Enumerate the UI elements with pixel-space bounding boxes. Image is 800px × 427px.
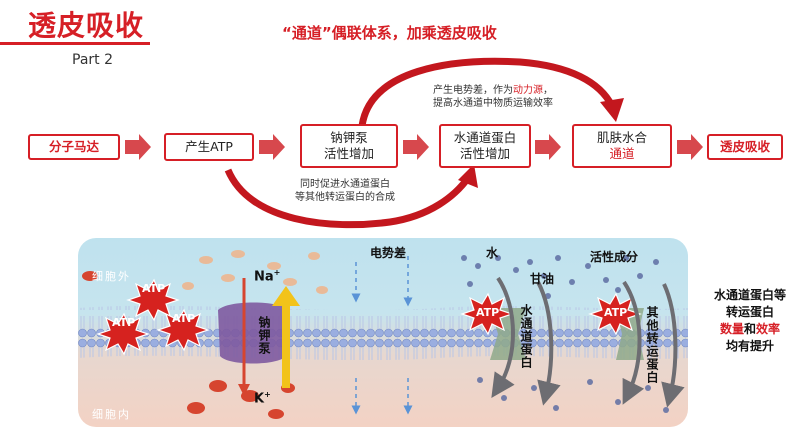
headline: “通道”偶联体系，加乘透皮吸收 [282, 24, 497, 42]
atp-label-2: ATP [172, 312, 196, 325]
sodium-potassium-pump [218, 302, 290, 364]
label-inside: 细胞内 [92, 408, 131, 421]
atp-label-1: ATP [142, 282, 166, 295]
box-transdermal: 透皮吸收 [707, 134, 783, 160]
box-skin-hydration: 肌肤水合通道 [572, 124, 672, 168]
note-bottom: 同时促进水通道蛋白 等其他转运蛋白的合成 [295, 179, 395, 203]
atp-label-4: ATP [476, 306, 500, 319]
atp-label-5: ATP [604, 306, 628, 319]
bottom-arc-arrow [224, 168, 471, 229]
box-molecular-motor: 分子马达 [28, 134, 120, 160]
box-sodium-pump: 钠钾泵活性增加 [300, 124, 398, 168]
top-arc-arrow [358, 57, 616, 127]
sodium-up-arrow [272, 286, 300, 388]
step-arrow-4 [535, 134, 561, 160]
page-subtitle: Part 2 [72, 52, 113, 68]
page-title: 透皮吸收 [28, 9, 145, 42]
label-outside: 细胞外 [92, 270, 131, 283]
sodium-label: Na+ [254, 268, 281, 285]
step-arrow-5 [677, 134, 703, 160]
flow-step-arrows [125, 134, 703, 160]
side-summary: 水通道蛋白等 转运蛋白 数量和效率 均有提升 [713, 288, 786, 353]
other-transporter-label: 其他转运蛋白 [645, 306, 659, 384]
atp-star-2 [156, 308, 210, 352]
atp-starbursts [96, 278, 642, 356]
flow-arrows [125, 57, 703, 229]
active-ingredient-label: 活性成分 [590, 250, 639, 264]
transport-curved-arrows [491, 276, 685, 408]
atp-star-4 [460, 292, 514, 336]
molecules [461, 255, 669, 413]
atp-star-5 [588, 292, 642, 336]
atp-label-3: ATP [112, 316, 136, 329]
aquaporin-label: 水通道蛋白 [519, 304, 533, 369]
step-arrow-3 [403, 134, 429, 160]
step-arrow-1 [125, 134, 151, 160]
atp-star-1 [126, 278, 180, 322]
title-underline [0, 42, 150, 45]
glycerol-label: 甘油 [530, 272, 555, 286]
water-label: 水 [486, 246, 499, 260]
atp-star-3 [96, 312, 150, 356]
box-produce-atp: 产生ATP [164, 133, 254, 161]
pump-label: 钠钾泵 [257, 316, 271, 355]
note-top: 产生电势差，作为动力源， 提高水通道中物质运输效率 [433, 85, 553, 109]
orange-particles [182, 250, 328, 294]
potential-label: 电势差 [370, 246, 407, 260]
potassium-label: K+ [254, 390, 271, 407]
membrane-illustration [78, 250, 688, 419]
step-arrow-2 [259, 134, 285, 160]
box-aquaporin: 水通道蛋白活性增加 [439, 124, 531, 168]
membrane-scene: 细胞外 细胞内 ATP ATP ATP ATP ATP Na+ K+ 钠钾泵 电… [78, 238, 688, 427]
potential-dashed-arrows [351, 256, 413, 415]
